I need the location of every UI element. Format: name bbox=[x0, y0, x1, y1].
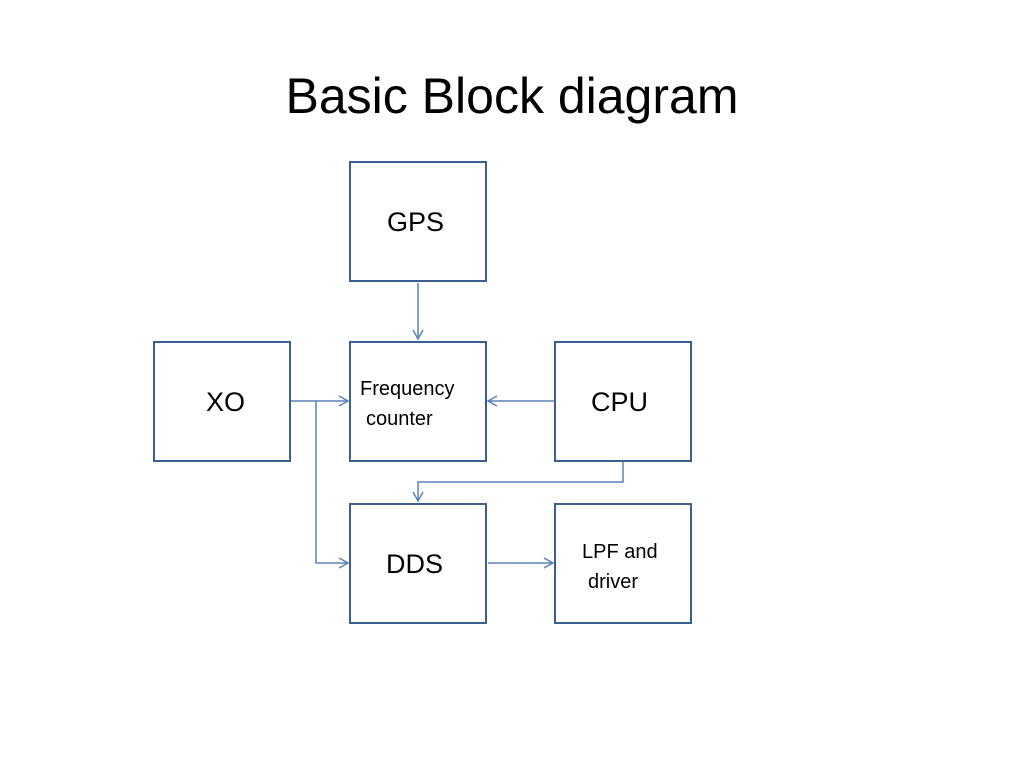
cpu-block: CPU bbox=[554, 341, 692, 462]
lpf-driver-block: LPF and driver bbox=[554, 503, 692, 624]
lpf-driver-label-line2: driver bbox=[588, 571, 639, 593]
xo-block: XO bbox=[153, 341, 291, 462]
dds-label: DDS bbox=[386, 549, 444, 579]
frequency-counter-label-line1: Frequency bbox=[360, 378, 455, 400]
frequency-counter-block: Frequency counter bbox=[349, 341, 487, 462]
gps-block: GPS bbox=[349, 161, 487, 282]
cpu-label: CPU bbox=[591, 387, 649, 417]
arrow-cpu-to-dds bbox=[412, 462, 624, 503]
frequency-counter-label-line2: counter bbox=[366, 408, 433, 430]
gps-label: GPS bbox=[387, 207, 445, 237]
lpf-driver-label-line1: LPF and bbox=[582, 541, 658, 563]
dds-block: DDS bbox=[349, 503, 487, 624]
page-title: Basic Block diagram bbox=[285, 68, 739, 124]
xo-label: XO bbox=[206, 387, 246, 417]
arrow-xo-to-dds bbox=[315, 401, 350, 569]
